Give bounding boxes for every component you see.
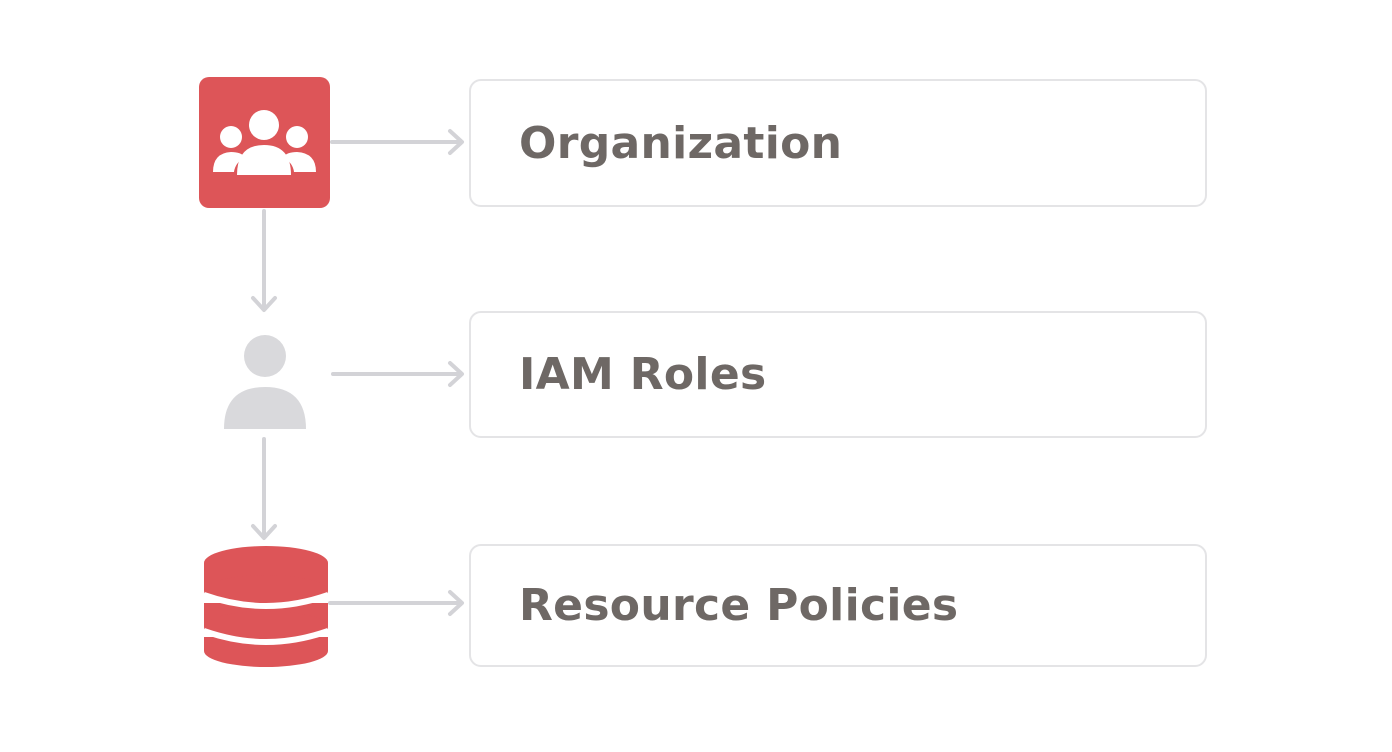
user-icon xyxy=(222,334,308,430)
arrow-database-to-box xyxy=(328,590,464,616)
resource-policies-label: Resource Policies xyxy=(519,580,959,631)
iam-roles-label: IAM Roles xyxy=(519,349,767,400)
arrow-iam-to-box xyxy=(331,361,464,387)
box-organization: Organization xyxy=(469,79,1207,207)
organization-label: Organization xyxy=(519,117,843,169)
arrow-user-to-database xyxy=(251,437,277,540)
box-resource-policies: Resource Policies xyxy=(469,544,1207,667)
box-iam-roles: IAM Roles xyxy=(469,311,1207,438)
database-icon xyxy=(202,545,330,669)
arrow-organization-to-user xyxy=(251,209,277,312)
arrow-organization-to-box xyxy=(330,129,464,155)
users-group-icon xyxy=(199,77,330,208)
